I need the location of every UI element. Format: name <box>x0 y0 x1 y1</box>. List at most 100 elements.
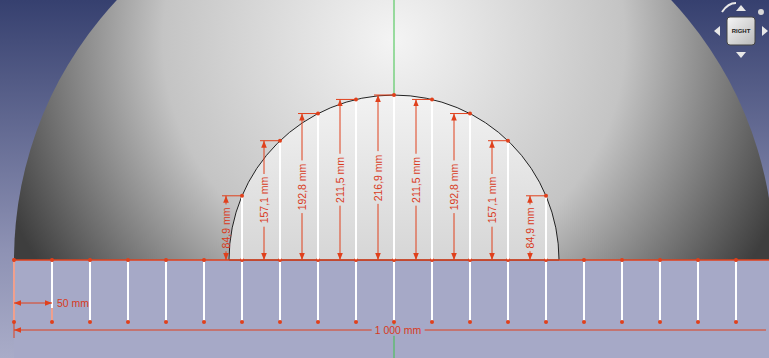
rib-line <box>735 262 737 322</box>
nav-arrow <box>762 26 768 36</box>
rib-line <box>279 262 281 322</box>
point <box>278 139 282 143</box>
dimension-text: 1 000 mm <box>372 325 425 336</box>
sphere <box>14 0 769 260</box>
dimension-line <box>416 99 417 153</box>
dimension-text: 84,9 mm <box>525 207 536 248</box>
extension-line <box>526 195 546 196</box>
rib-line <box>393 95 395 260</box>
nav-rotate <box>722 3 736 12</box>
rib-line <box>279 141 281 260</box>
rib-line <box>507 262 509 322</box>
point <box>430 97 434 101</box>
dimension-line <box>340 99 341 153</box>
point <box>12 320 16 324</box>
rib-line <box>203 262 205 322</box>
point <box>240 194 244 198</box>
rib-line <box>431 99 433 260</box>
dimension-line <box>454 213 455 260</box>
point <box>88 320 92 324</box>
dimension-line <box>378 95 379 151</box>
rib-line <box>583 262 585 322</box>
view-label: RIGHT <box>732 28 751 34</box>
extension-line <box>336 99 356 100</box>
point <box>468 320 472 324</box>
point <box>126 320 130 324</box>
point <box>50 320 54 324</box>
point <box>506 139 510 143</box>
extension-line <box>260 140 280 141</box>
point <box>658 320 662 324</box>
point <box>620 320 624 324</box>
dimension-line <box>454 114 455 161</box>
point <box>202 320 206 324</box>
point <box>316 112 320 116</box>
extension-line <box>488 140 508 141</box>
rib-line <box>51 262 53 322</box>
dimension-line <box>530 196 531 205</box>
rib-line <box>13 262 15 322</box>
point <box>278 320 282 324</box>
nav-arrow <box>714 26 720 36</box>
point <box>696 320 700 324</box>
point <box>392 93 396 97</box>
rib-line <box>89 262 91 322</box>
rib-line <box>545 196 547 260</box>
rib-line <box>241 262 243 322</box>
point <box>392 320 396 324</box>
dimension-line <box>378 204 379 260</box>
rib-line <box>393 262 395 322</box>
rib-line <box>545 262 547 322</box>
point <box>240 320 244 324</box>
dimension-line <box>530 251 531 260</box>
point <box>506 320 510 324</box>
extension-line <box>450 113 470 114</box>
point <box>734 320 738 324</box>
rib-line <box>317 262 319 322</box>
nav-button <box>758 9 764 15</box>
rib-line <box>469 114 471 260</box>
point <box>582 320 586 324</box>
nav-arrow <box>736 5 746 11</box>
point <box>316 320 320 324</box>
dimension-text: 211,5 mm <box>335 157 346 203</box>
rib-line <box>127 262 129 322</box>
extension-line <box>298 113 318 114</box>
extension-line <box>14 258 15 338</box>
rib-line <box>469 262 471 322</box>
rib-line <box>241 196 243 260</box>
point <box>430 320 434 324</box>
dimension-text: 157,1 mm <box>487 177 498 224</box>
rib-line <box>507 141 509 260</box>
plate-edge <box>14 259 769 261</box>
dimension-line <box>340 206 341 260</box>
dimension-line <box>302 213 303 260</box>
rib-line <box>317 114 319 260</box>
dimension-line <box>226 196 227 205</box>
dome <box>229 95 559 260</box>
dimension-line <box>14 303 52 304</box>
dimension-text: 50 mm <box>57 298 89 309</box>
dimension-text: 211,5 mm <box>411 157 422 203</box>
rib-line <box>431 262 433 322</box>
extension-line <box>52 308 53 322</box>
point <box>468 112 472 116</box>
nav-arrow <box>736 52 746 58</box>
rib-line <box>165 262 167 322</box>
point <box>354 320 358 324</box>
dimension-line <box>492 141 493 174</box>
dimension-text: 192,8 mm <box>449 163 460 210</box>
nav-cube <box>714 3 768 58</box>
extension-line <box>222 195 242 196</box>
dimension-line <box>264 141 265 174</box>
rib-line <box>355 262 357 322</box>
plate <box>14 260 769 358</box>
point <box>354 97 358 101</box>
dimension-line <box>302 114 303 161</box>
dimension-line <box>492 227 493 260</box>
dimension-text: 157,1 mm <box>259 177 270 224</box>
dimension-line <box>226 251 227 260</box>
rib-line <box>697 262 699 322</box>
